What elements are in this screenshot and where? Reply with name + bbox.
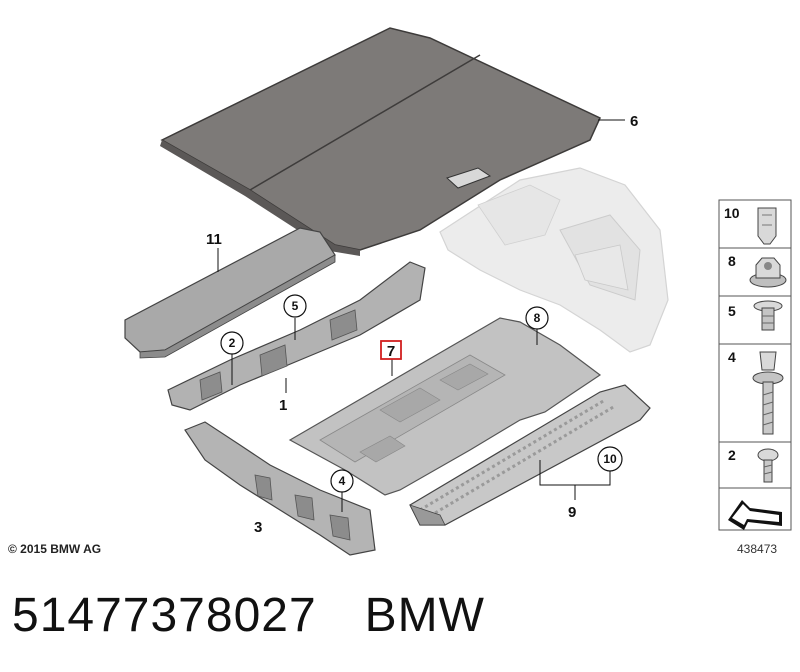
- callout-circle-5: 5: [283, 294, 307, 318]
- floor-panel-7: [288, 317, 602, 496]
- bolt-icon: [752, 351, 784, 435]
- callout-highlight-7: 7: [380, 340, 402, 360]
- brand-name: BMW: [364, 589, 485, 642]
- svg-text:4: 4: [339, 474, 346, 488]
- legend-label-2: 2: [728, 447, 736, 463]
- nut-icon: [749, 257, 787, 288]
- callout-1: 1: [279, 397, 287, 414]
- svg-text:10: 10: [603, 452, 617, 466]
- part-number: 51477378027: [12, 589, 317, 642]
- trim-strip-11: [124, 227, 336, 359]
- legend-label-10: 10: [724, 205, 740, 221]
- trunk-outline: [439, 167, 669, 353]
- luggage-cover: [160, 27, 625, 256]
- svg-text:5: 5: [292, 299, 299, 313]
- callout-9: 9: [568, 504, 576, 521]
- screw-icon: [757, 448, 779, 483]
- bracket-3: [184, 421, 376, 556]
- svg-text:2: 2: [229, 336, 236, 350]
- legend-label-4: 4: [728, 349, 736, 365]
- expanding-rivet-icon: [753, 300, 783, 331]
- reference-number: 438473: [737, 542, 778, 556]
- part-info: 51477378027 BMW: [12, 588, 533, 643]
- clip-icon: [757, 207, 777, 245]
- legend-label-5: 5: [728, 303, 736, 319]
- legend-label-8: 8: [728, 253, 736, 269]
- callout-circle-10: 10: [597, 446, 623, 472]
- callout-6: 6: [630, 113, 638, 130]
- svg-text:7: 7: [387, 343, 395, 360]
- callout-3: 3: [254, 519, 262, 536]
- callout-circle-2: 2: [220, 331, 244, 355]
- callout-11: 11: [206, 231, 222, 248]
- arrow-icon: [728, 500, 782, 530]
- sill-trim-9: [409, 384, 651, 526]
- parts-diagram: 6 11 1 3 9 5 2 4 8 10 7 10: [124, 27, 792, 556]
- bracket-1: [167, 261, 426, 411]
- small-parts-legend: 10 8 5 4 2: [718, 199, 792, 531]
- copyright-text: © 2015 BMW AG: [8, 542, 102, 556]
- callout-circle-8: 8: [525, 306, 549, 330]
- callout-circle-4: 4: [330, 469, 354, 493]
- svg-text:8: 8: [534, 311, 541, 325]
